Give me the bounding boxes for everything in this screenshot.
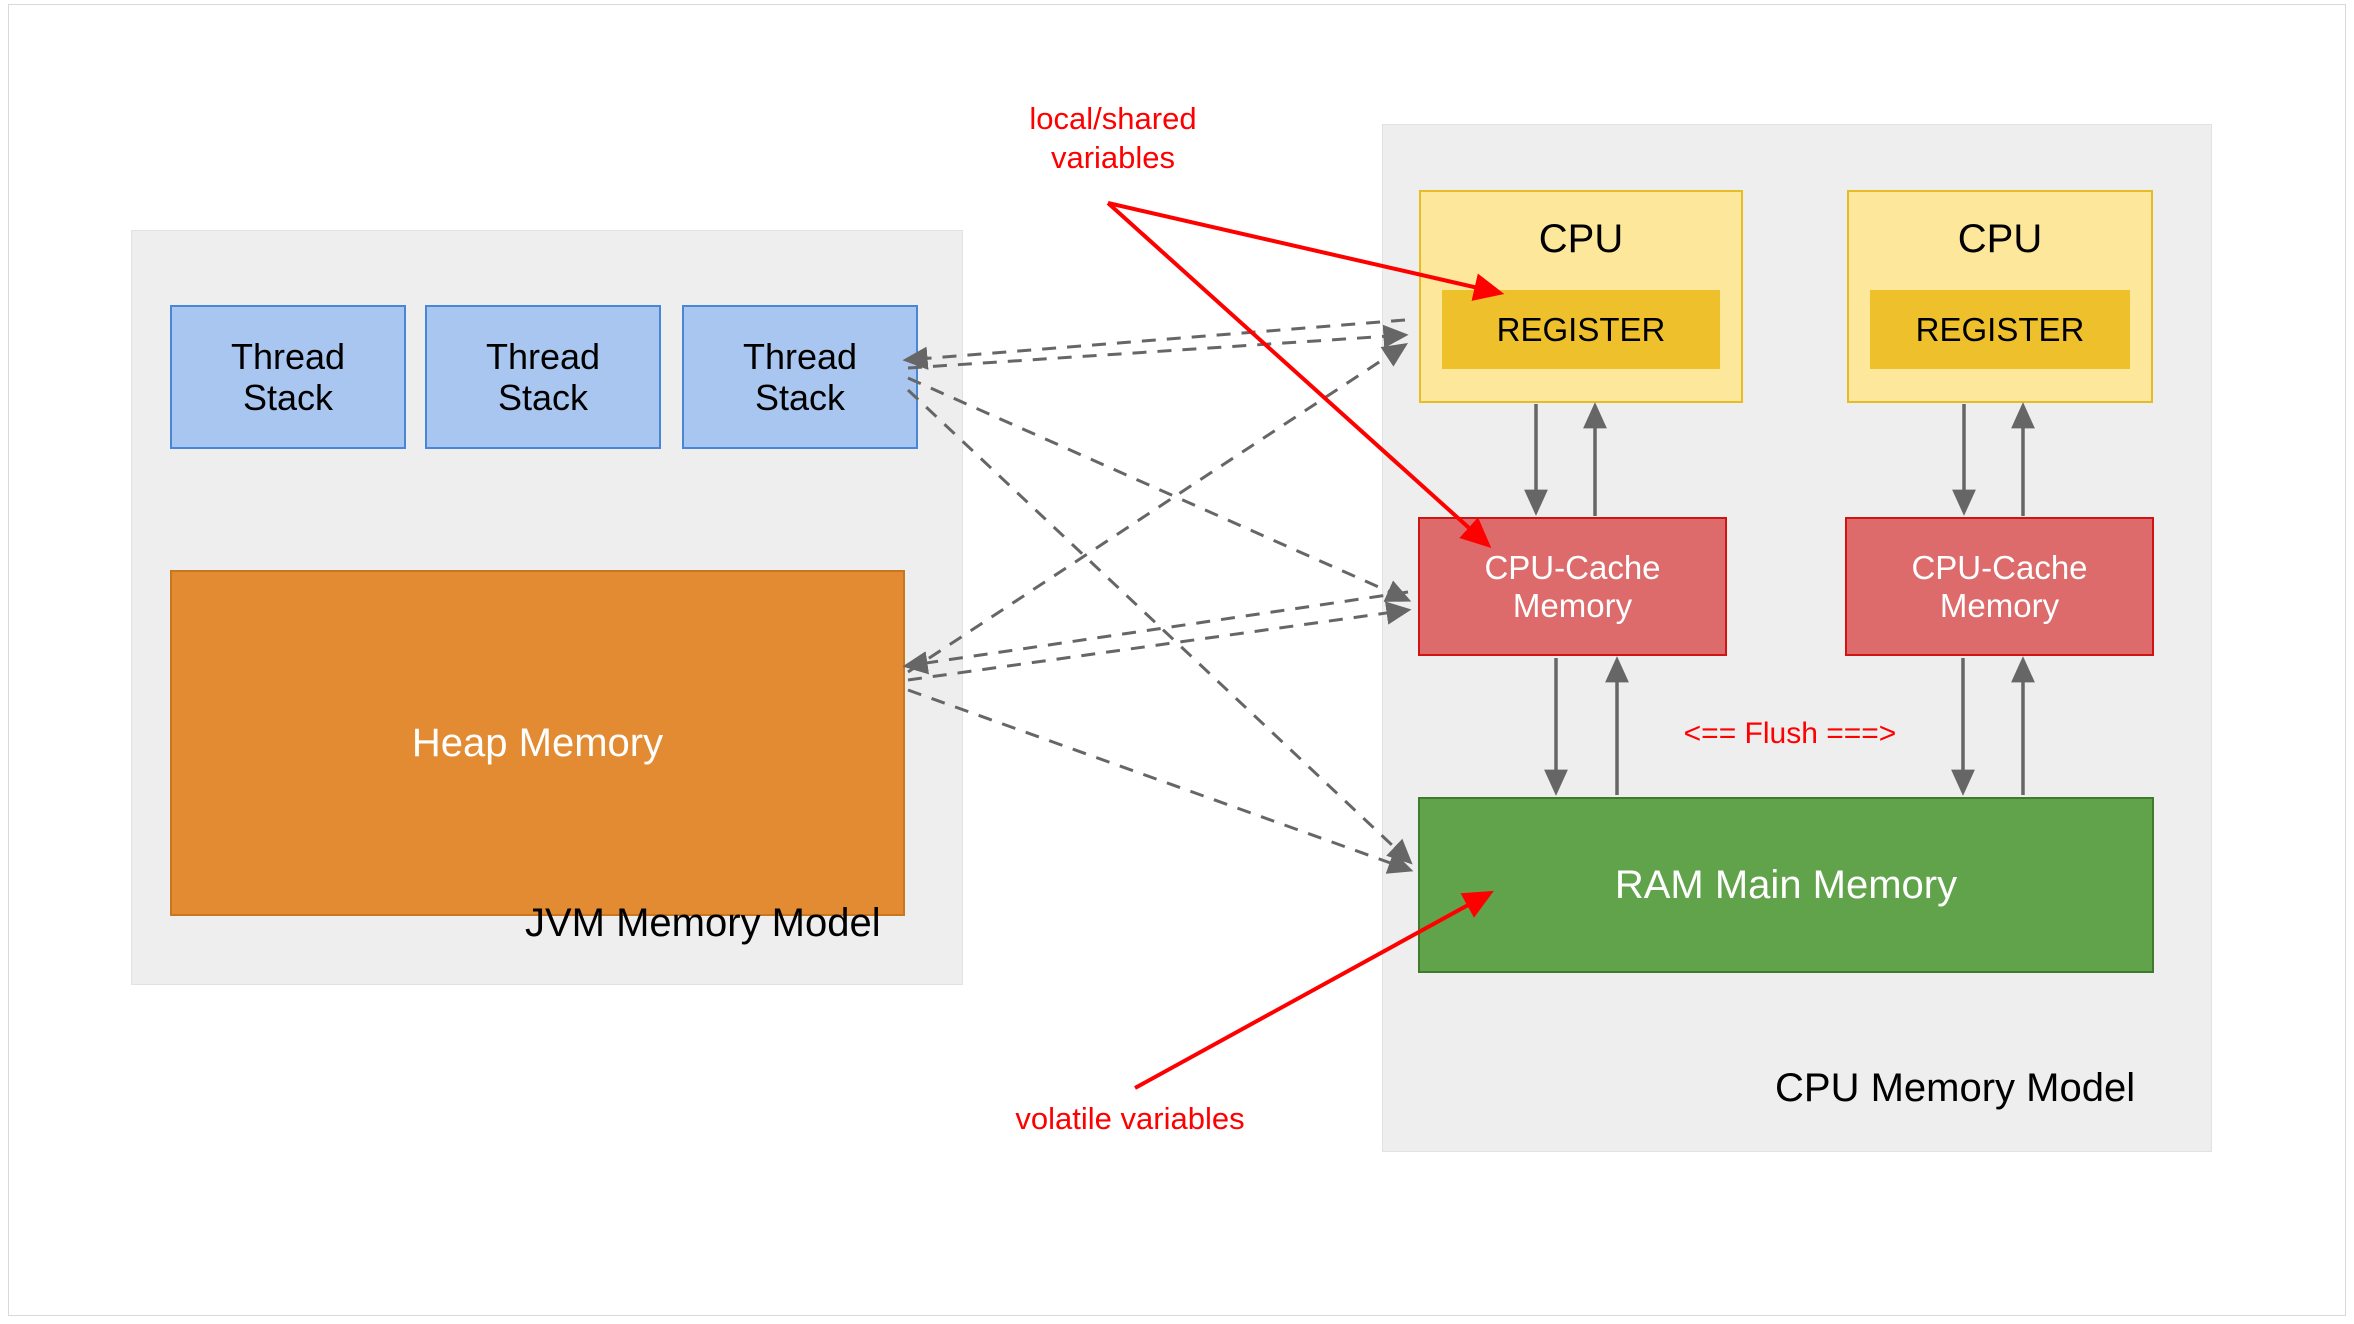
cpu-cache-label-2: CPU-Cache Memory [1911, 548, 2088, 624]
register-box-1[interactable]: REGISTER [1442, 290, 1720, 369]
local-shared-variables-label: local/shared variables [1029, 101, 1197, 175]
thread-stack-box-2[interactable]: Thread Stack [425, 305, 661, 449]
heap-memory-box[interactable]: Heap Memory [170, 570, 905, 916]
ram-main-memory-label: RAM Main Memory [1614, 863, 1958, 907]
thread-stack-box-1[interactable]: Thread Stack [170, 305, 406, 449]
heap-memory-label: Heap Memory [411, 721, 664, 765]
cpu-label-1: CPU [1538, 217, 1624, 261]
ram-main-memory-box[interactable]: RAM Main Memory [1418, 797, 2154, 973]
flush-annotation-label: <== Flush ===> [1683, 717, 1897, 750]
thread-stack-box-3[interactable]: Thread Stack [682, 305, 918, 449]
cpu-label-2: CPU [1957, 217, 2043, 261]
cpu-box-2[interactable]: CPU REGISTER [1847, 190, 2153, 403]
cpu-cache-memory-box-2[interactable]: CPU-Cache Memory [1845, 517, 2154, 656]
register-label-1: REGISTER [1496, 310, 1666, 348]
cpu-box-1[interactable]: CPU REGISTER [1419, 190, 1743, 403]
thread-stack-label-2: Thread Stack [485, 335, 601, 418]
thread-stack-label-1: Thread Stack [230, 335, 346, 418]
thread-stack-label-3: Thread Stack [742, 335, 858, 418]
register-label-2: REGISTER [1915, 310, 2085, 348]
jvm-memory-model-title: JVM Memory Model [525, 901, 881, 945]
cpu-cache-memory-box-1[interactable]: CPU-Cache Memory [1418, 517, 1727, 656]
cpu-memory-model-title: CPU Memory Model [1775, 1066, 2136, 1110]
cpu-cache-label-1: CPU-Cache Memory [1484, 548, 1661, 624]
volatile-variables-label: volatile variables [1015, 1101, 1245, 1136]
register-box-2[interactable]: REGISTER [1870, 290, 2130, 369]
